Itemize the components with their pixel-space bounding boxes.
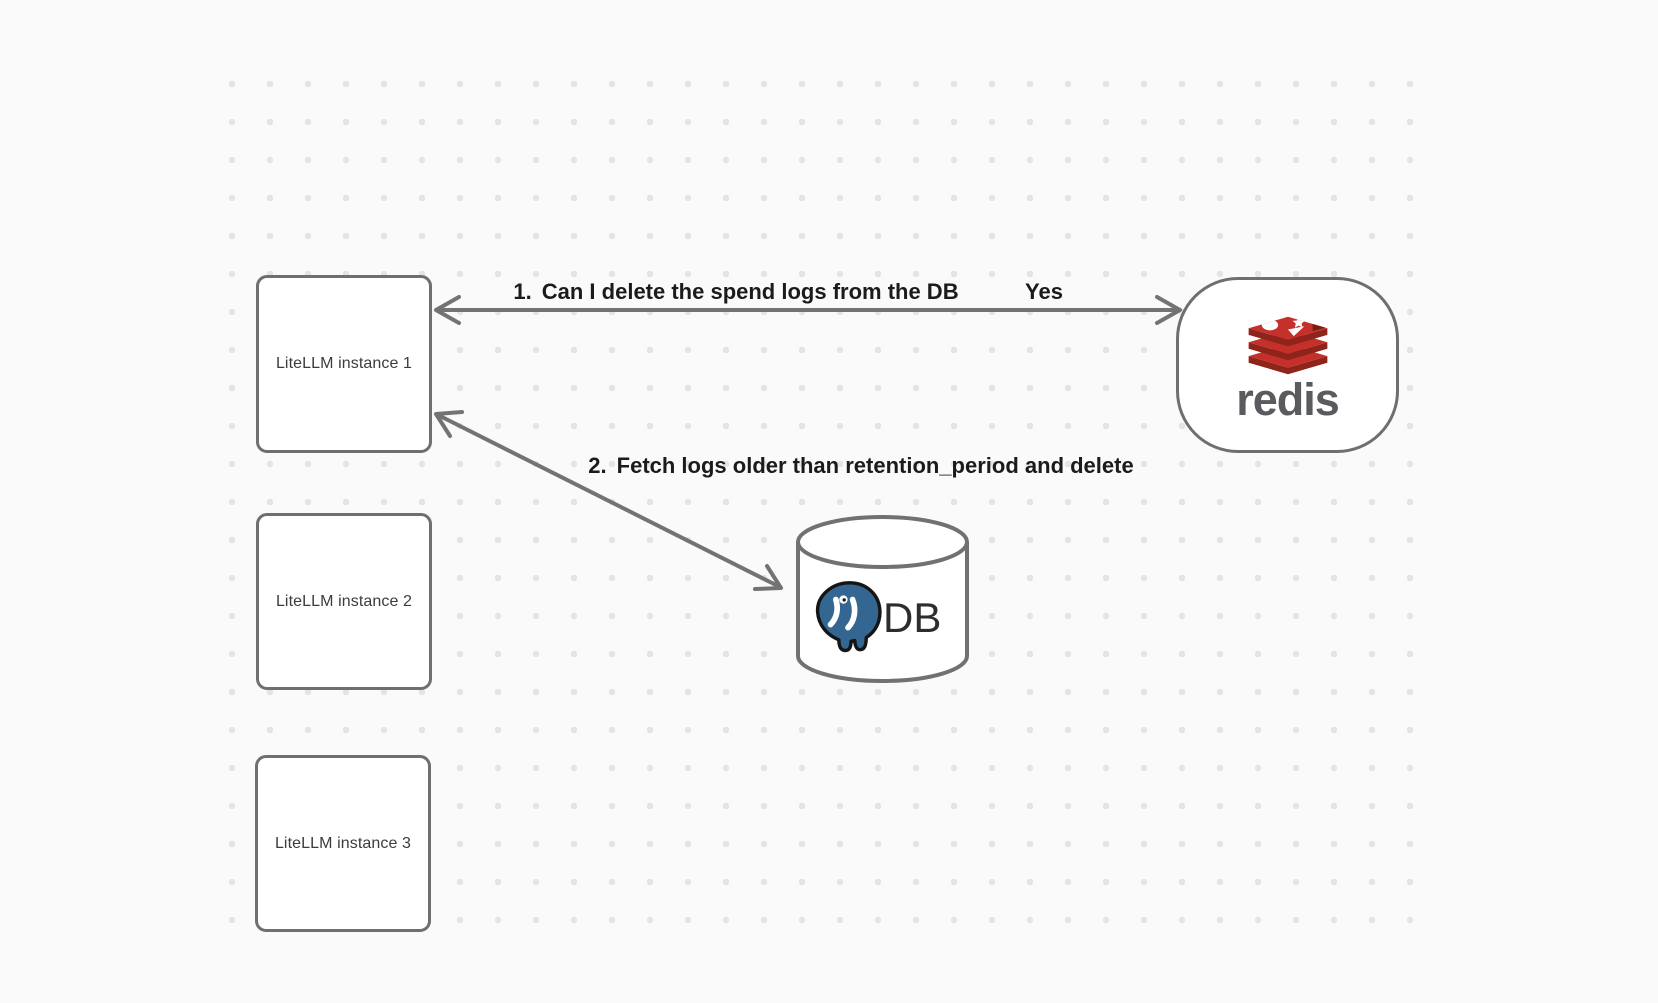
edge-1-label: 1. Can I delete the spend logs from the D… bbox=[513, 279, 959, 304]
edge-1-text: Can I delete the spend logs from the DB bbox=[541, 279, 959, 304]
node-label: LiteLLM instance 1 bbox=[275, 355, 413, 372]
arrowhead-bottom-icon bbox=[753, 564, 783, 591]
arrowhead-right-icon bbox=[1155, 295, 1182, 325]
db-label: DB bbox=[883, 594, 942, 641]
redis-stack-logo-icon bbox=[1248, 316, 1327, 374]
arrowhead-left-icon bbox=[434, 295, 461, 325]
redis-wordmark: redis bbox=[1236, 373, 1340, 425]
edge-2-text: Fetch logs older than retention_period a… bbox=[616, 453, 1134, 478]
arrow-instance1-db bbox=[434, 410, 783, 591]
node-db: DB bbox=[795, 515, 970, 683]
edge-1-reply: Yes bbox=[1025, 279, 1063, 304]
edge-1-number: 1. bbox=[513, 279, 532, 304]
postgresql-elephant-logo-icon bbox=[815, 581, 882, 653]
node-label: LiteLLM instance 2 bbox=[275, 592, 413, 610]
edge-2-number: 2. bbox=[588, 453, 607, 478]
arrowhead-top-icon bbox=[434, 410, 464, 438]
node-litellm-instance-1: LiteLLM instance 1 bbox=[256, 275, 432, 453]
arrow-instance1-redis bbox=[434, 295, 1182, 325]
node-redis: redis bbox=[1176, 277, 1399, 453]
edge-2-label: 2. Fetch logs older than retention_period… bbox=[588, 453, 1134, 478]
node-litellm-instance-3: LiteLLM instance 3 bbox=[255, 755, 431, 932]
node-label: LiteLLM instance 3 bbox=[274, 834, 412, 852]
node-litellm-instance-2: LiteLLM instance 2 bbox=[256, 513, 432, 690]
